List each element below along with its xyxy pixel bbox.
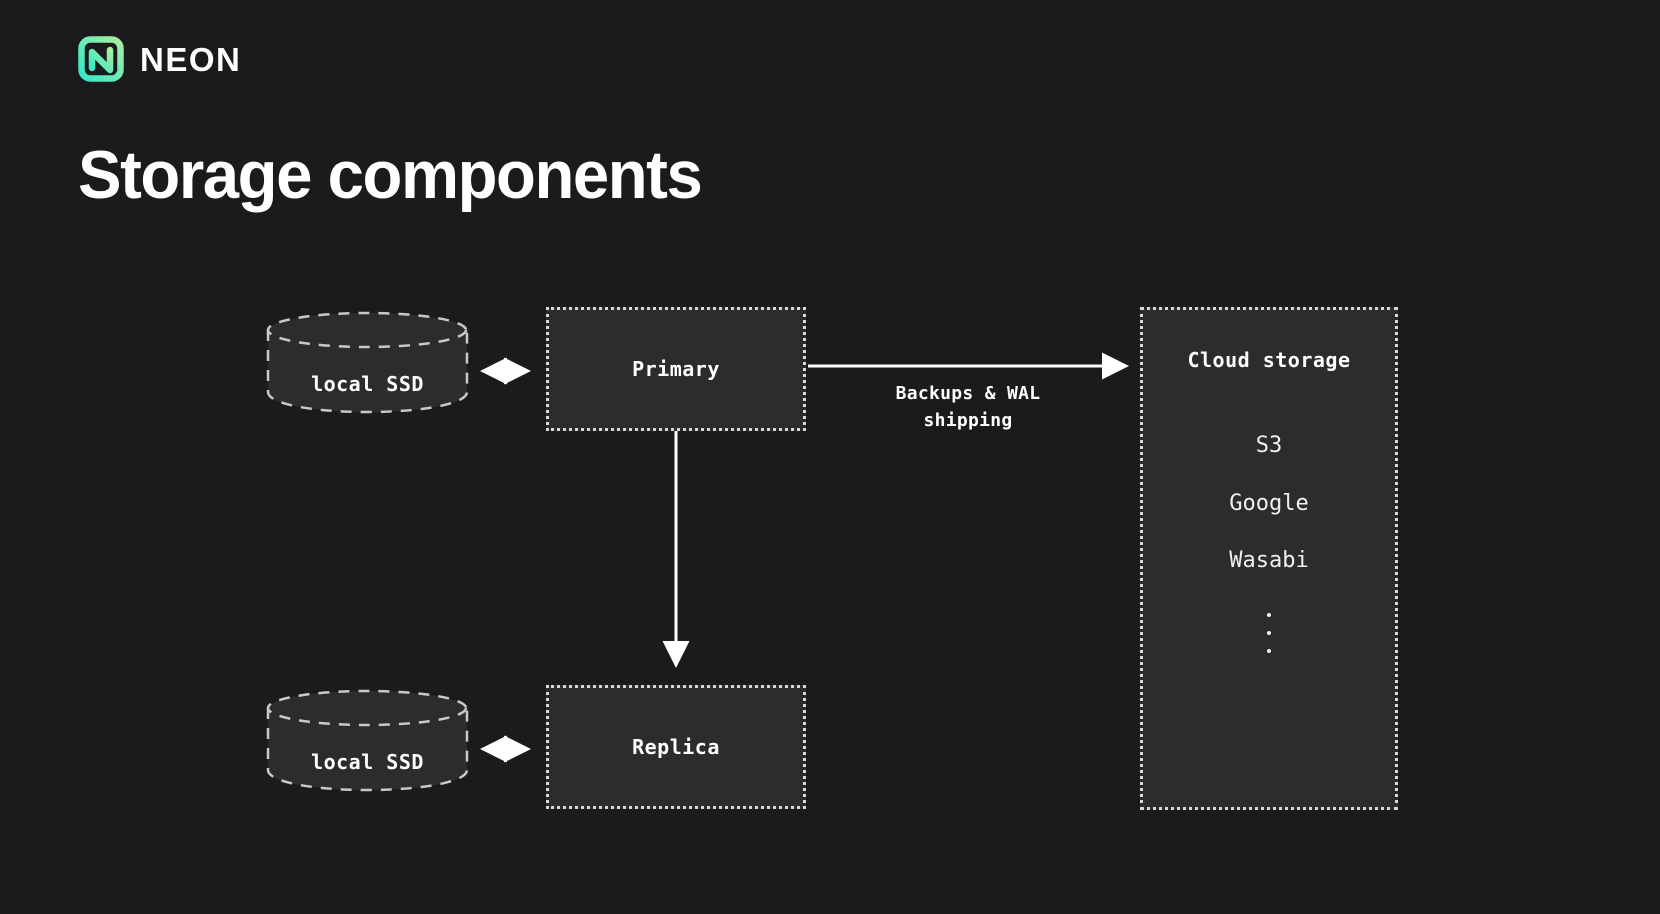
node-local-ssd-replica[interactable]: local SSD xyxy=(265,688,470,793)
primary-label: Primary xyxy=(632,357,720,381)
replica-label: Replica xyxy=(632,735,720,759)
cloud-storage-title: Cloud storage xyxy=(1187,348,1351,372)
edge-label-line-2: shipping xyxy=(923,410,1013,431)
edge-label-backups-wal: Backups & WAL shipping xyxy=(848,380,1088,434)
list-item: S3 xyxy=(1255,433,1283,458)
node-replica[interactable]: Replica xyxy=(546,685,806,809)
brand-wordmark: NEON xyxy=(140,40,242,78)
local-ssd-primary-label: local SSD xyxy=(311,372,424,396)
node-primary[interactable]: Primary xyxy=(546,307,806,431)
node-local-ssd-primary[interactable]: local SSD xyxy=(265,310,470,415)
edge-label-line-1: Backups & WAL xyxy=(895,383,1041,404)
cloud-storage-provider-list: S3 Google Wasabi xyxy=(1225,432,1313,575)
cylinder-shape-icon xyxy=(266,311,469,414)
node-cloud-storage[interactable]: Cloud storage S3 Google Wasabi xyxy=(1140,307,1398,810)
page-title: Storage components xyxy=(78,137,703,213)
cloud-storage-ellipsis-icon xyxy=(1267,612,1271,653)
cylinder-shape-icon xyxy=(266,689,469,792)
local-ssd-replica-label: local SSD xyxy=(311,750,424,774)
brand-logo: NEON xyxy=(78,36,241,82)
list-item: Google xyxy=(1229,490,1309,516)
list-item: Wasabi xyxy=(1229,548,1309,573)
neon-logo-mark-icon xyxy=(78,36,124,82)
